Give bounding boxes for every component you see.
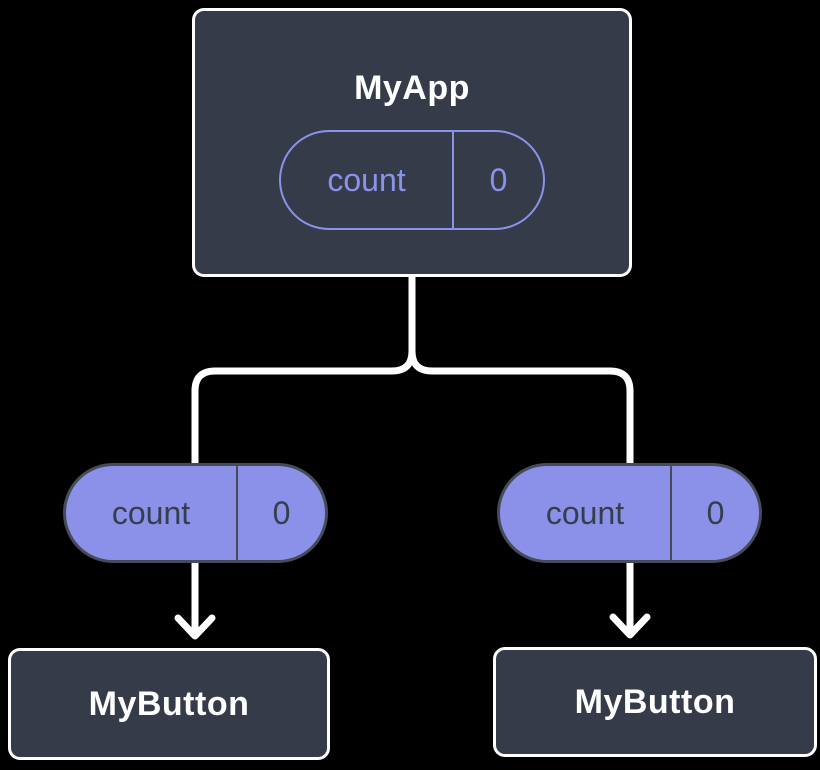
- prop-value: 0: [706, 494, 725, 531]
- mybutton-title: MyButton: [574, 682, 736, 721]
- state-value: 0: [489, 161, 508, 198]
- mybutton-title: MyButton: [88, 684, 250, 723]
- prop-pill-left: count 0: [63, 463, 328, 563]
- prop-pill-right: count 0: [497, 463, 762, 563]
- prop-arrow-right-icon: [609, 559, 651, 639]
- state-name-label: count: [281, 132, 454, 228]
- connector-root-to-right-icon: [408, 277, 634, 466]
- prop-name-label: count: [66, 466, 238, 560]
- prop-arrow-left-icon: [174, 560, 216, 640]
- myapp-state-pill: count 0: [279, 130, 545, 230]
- connector-root-to-left-icon: [191, 277, 416, 466]
- prop-value: 0: [272, 494, 291, 531]
- myapp-title: MyApp: [354, 69, 470, 107]
- mybutton-right-box: MyButton: [493, 647, 817, 757]
- myapp-component-box: MyApp count 0: [192, 8, 632, 277]
- mybutton-left-box: MyButton: [8, 648, 330, 760]
- prop-name-label: count: [500, 466, 672, 560]
